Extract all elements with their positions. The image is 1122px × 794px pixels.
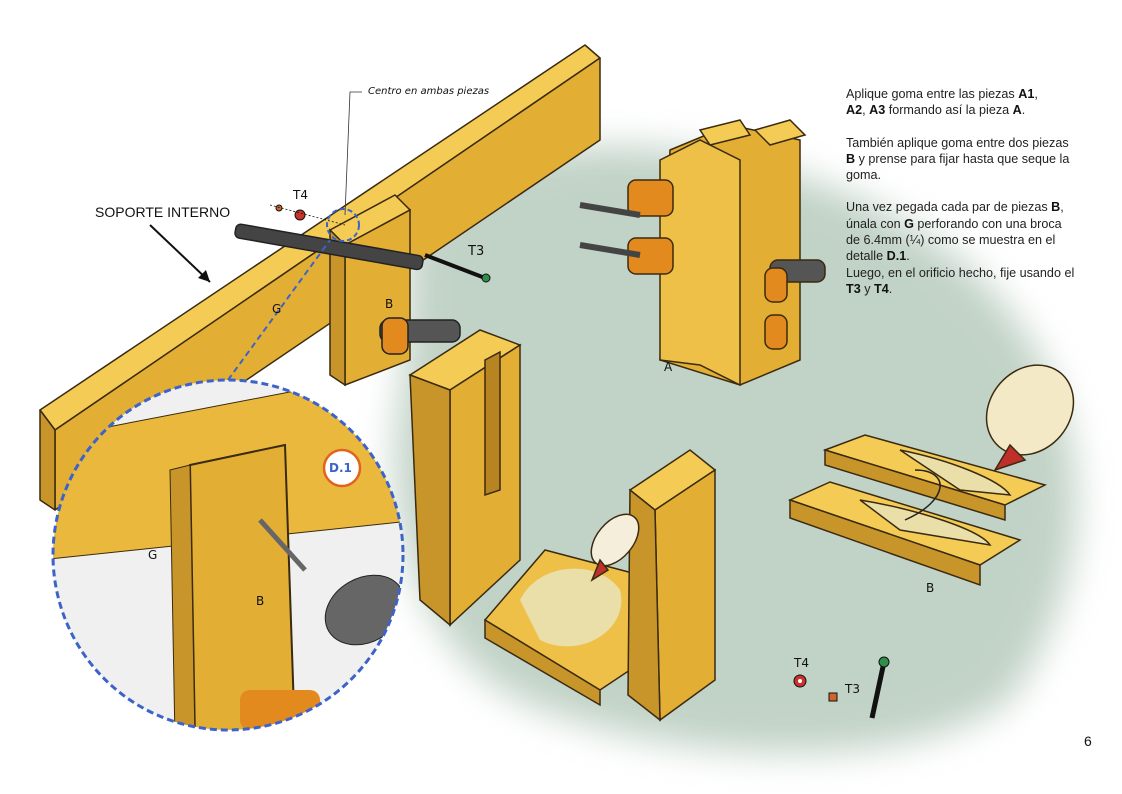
soporte-interno-label: SOPORTE INTERNO: [95, 204, 231, 220]
text: , únala con: [846, 200, 1064, 231]
t4-bottom-label: T4: [794, 656, 809, 670]
detail-d1: [53, 380, 403, 730]
part-ref: T4: [874, 281, 889, 296]
part-ref: A2: [846, 103, 863, 118]
glue-bottle-icon: [985, 364, 1075, 472]
instruction-2: También aplique goma entre dos piezas B …: [846, 135, 1076, 184]
detail-g-label: G: [148, 548, 158, 562]
washer-t4-top: [294, 209, 306, 221]
post-b-top: [328, 194, 412, 387]
detail-b-label: B: [256, 594, 265, 608]
text: y prense para fijar hasta que seque la g…: [846, 151, 1070, 183]
nut-t3-bottom: [828, 692, 838, 702]
text: También aplique goma entre dos piezas: [846, 135, 1069, 150]
part-ref: D.1: [886, 249, 907, 264]
part-ref: A1: [1018, 87, 1035, 101]
text: .: [888, 281, 893, 296]
center-note: Centro en ambas piezas: [368, 86, 490, 97]
t3-bottom-label: T3: [845, 682, 860, 696]
part-ref: B: [1051, 200, 1061, 215]
part-ref: G: [904, 216, 914, 231]
clamp-icon: [234, 223, 461, 355]
b-label: B: [385, 297, 394, 311]
detail-badge-label: D.1: [329, 461, 352, 475]
text: perforando con una broca de 6.4mm (¼) co…: [846, 216, 1062, 264]
part-ref: T3: [846, 281, 861, 296]
t4-top-label: T4: [293, 188, 308, 202]
part-ref: A3: [869, 103, 886, 118]
instruction-1: Aplique goma entre las piezas A1, A2, A3…: [846, 86, 1076, 119]
text: formando así la pieza: [885, 103, 1013, 118]
text: y: [860, 281, 874, 296]
detail-badge: [322, 448, 362, 488]
t3-top-label: T3: [468, 244, 485, 259]
glued-board: [483, 449, 717, 722]
g-label: G: [272, 302, 282, 316]
text: .: [1021, 103, 1026, 118]
part-ref: A: [1012, 103, 1022, 118]
bolt-t3-top: [424, 253, 486, 280]
text: Una vez pegada cada par de piezas: [846, 200, 1052, 215]
part-ref: B: [846, 151, 856, 166]
bolt-t3-bottom: [869, 661, 887, 719]
page-number: 6: [1084, 733, 1092, 749]
b-right-label: B: [926, 581, 935, 595]
piece-a: [579, 119, 826, 387]
instructions: Aplique goma entre las piezas A1, A2, A3…: [846, 86, 1076, 313]
text: ,: [862, 103, 870, 118]
text: Aplique goma entre las piezas: [846, 87, 1019, 101]
slotted-post: [408, 329, 522, 627]
instruction-3: Una vez pegada cada par de piezas B, úna…: [846, 199, 1076, 297]
text: .: [906, 249, 910, 264]
text: ,: [1034, 87, 1038, 101]
a-label: A: [664, 360, 673, 374]
pieces-b: [787, 364, 1075, 587]
text: Luego, en el orificio hecho, fije usando…: [846, 265, 1075, 280]
